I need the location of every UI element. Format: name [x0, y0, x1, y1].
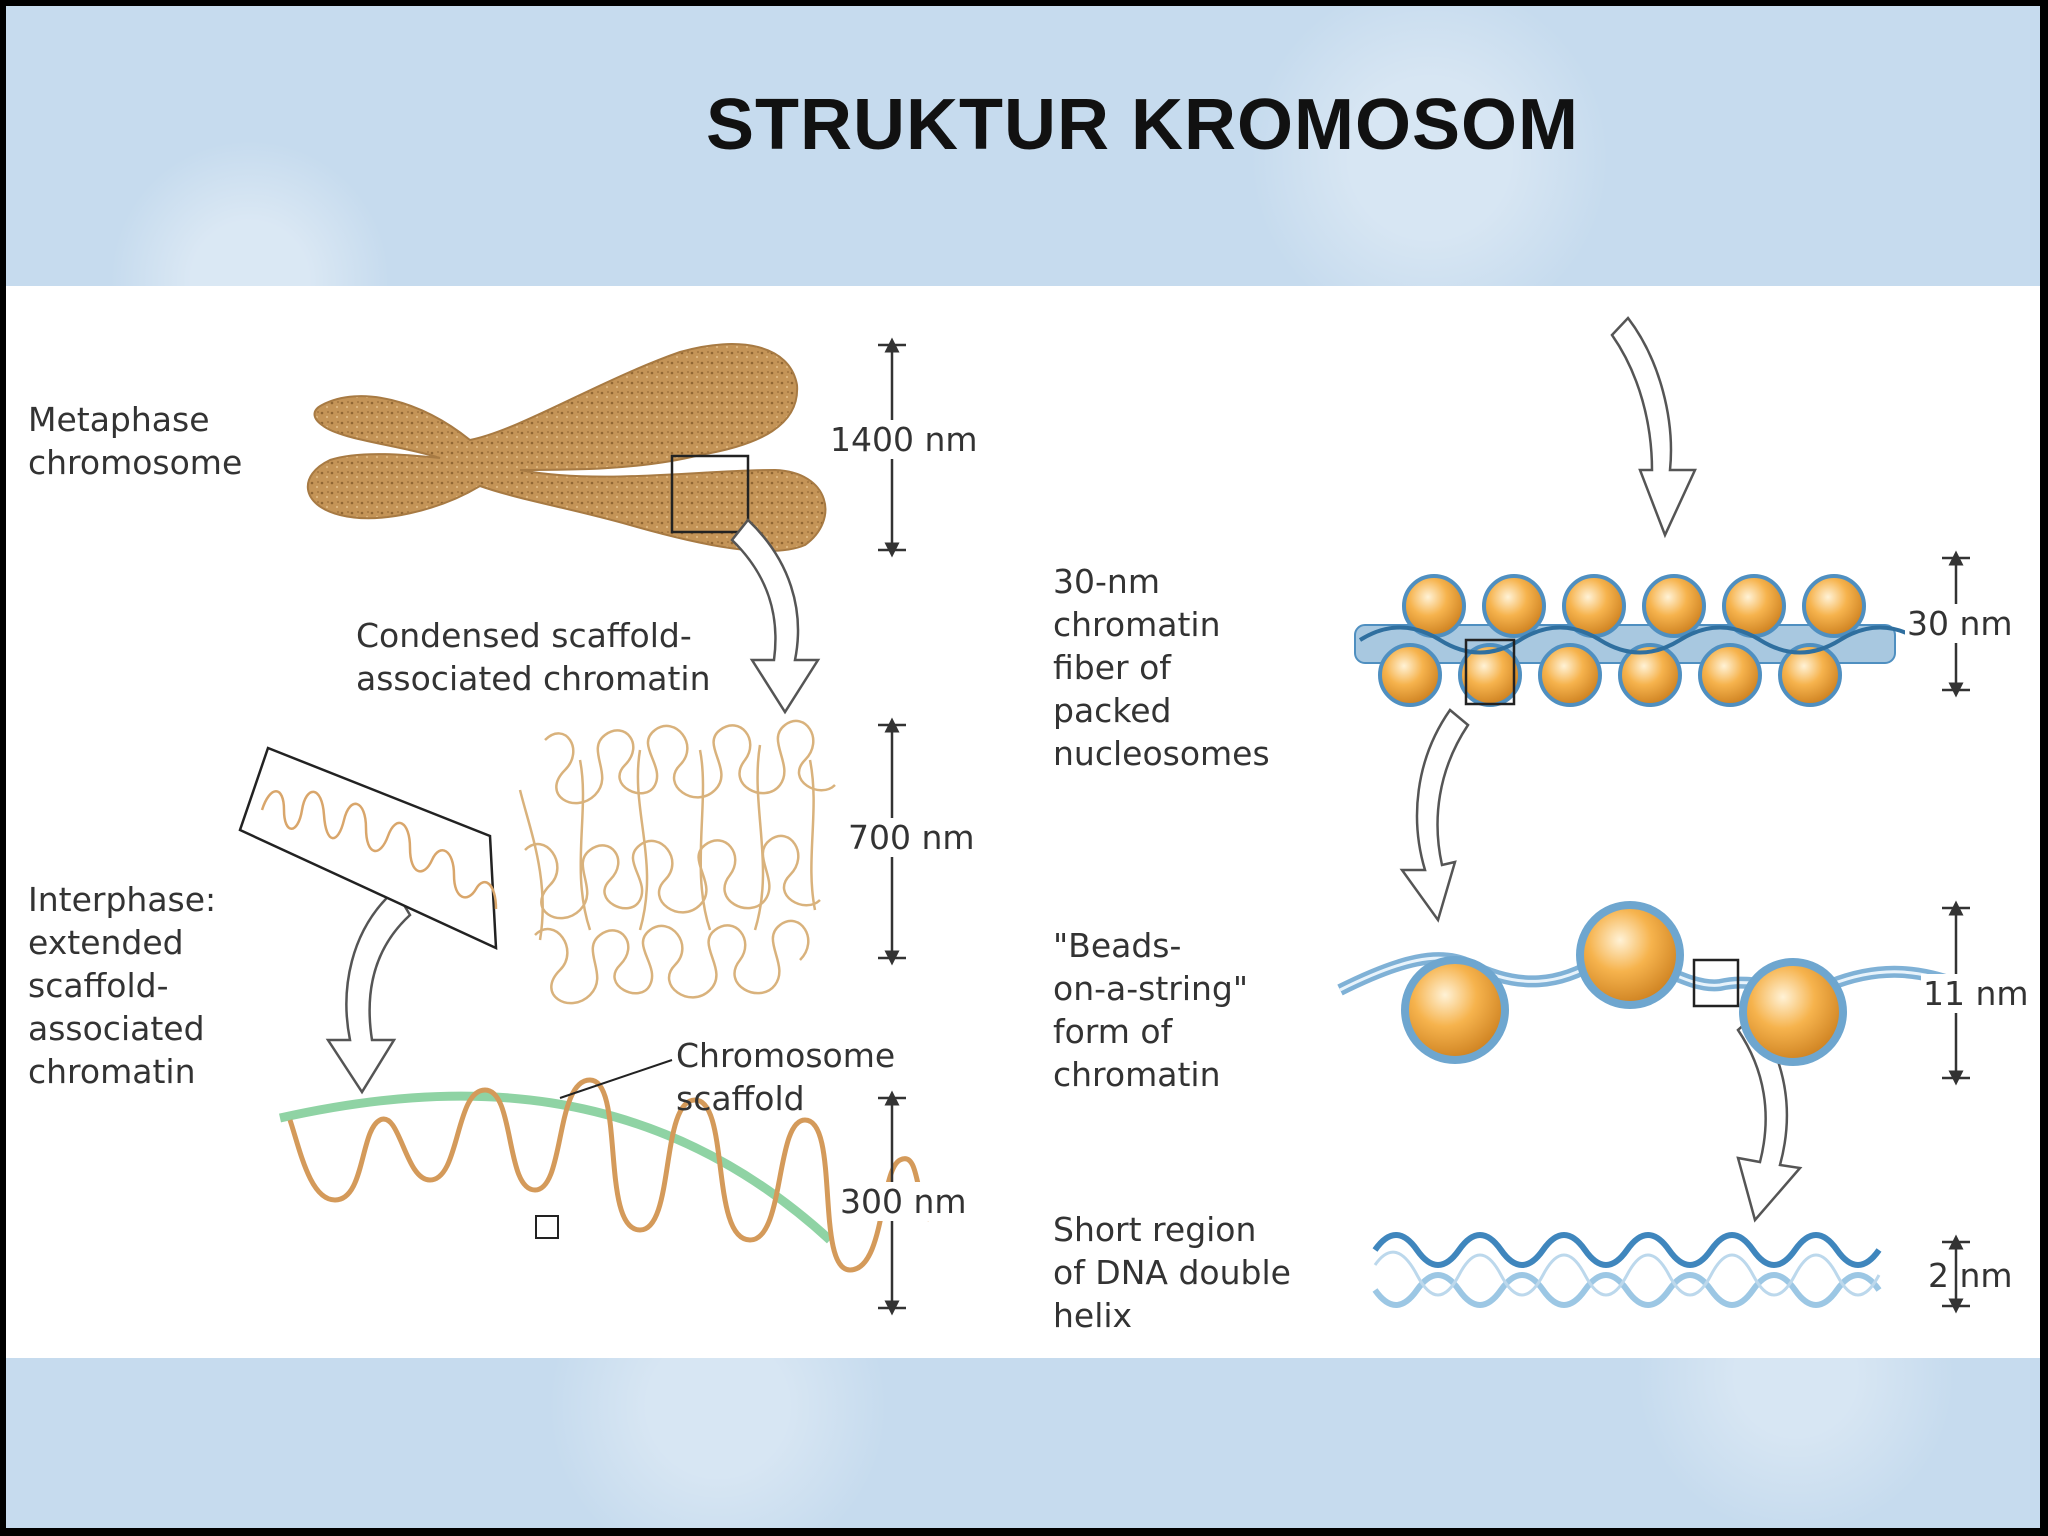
label-30nm-fiber: 30-nm chromatin fiber of packed nucleoso… [1053, 562, 1270, 773]
metaphase-chromosome-shape [306, 343, 827, 553]
arrow-to-loops-icon [325, 888, 412, 1095]
slide-title: STRUKTUR KROMOSOM [706, 85, 1579, 165]
condensed-chromatin-loops [518, 719, 836, 1005]
label-interphase-chromatin: Interphase: extended scaffold- associate… [28, 880, 217, 1091]
arrow-from-top-icon [1610, 316, 1697, 539]
dna-double-helix [1372, 1232, 1882, 1308]
label-condensed-chromatin: Condensed scaffold- associated chromatin [356, 616, 711, 698]
interphase-zoom-box [238, 746, 498, 951]
zoom-arrows [325, 316, 1803, 1223]
label-dna-double-helix: Short region of DNA double helix [1053, 1210, 1291, 1335]
arrow-to-condensed-icon [730, 518, 821, 715]
label-beads-on-a-string: "Beads- on-a-string" form of chromatin [1053, 926, 1249, 1094]
label-chromosome-scaffold: Chromosome scaffold [676, 1036, 896, 1118]
arrow-to-beads-icon [1399, 708, 1470, 923]
arrow-to-dna-icon [1736, 1013, 1803, 1223]
dimension-30nm: 30 nm [1905, 604, 2015, 643]
dimension-700nm: 700 nm [846, 818, 977, 857]
dimension-300nm: 300 nm [838, 1182, 969, 1221]
label-metaphase-chromosome: Metaphase chromosome [28, 400, 243, 482]
chromatin-fiber-30nm [1354, 574, 1922, 707]
zoom-box-metaphase [670, 454, 750, 534]
dimension-1400nm: 1400 nm [828, 420, 980, 459]
dimension-2nm: 2 nm [1928, 1256, 2013, 1295]
beads-on-a-string [1337, 901, 1963, 1066]
dimension-11nm: 11 nm [1921, 974, 2031, 1013]
chromosome-scaffold-line [279, 1091, 834, 1244]
scaffold-loops [279, 1059, 933, 1273]
